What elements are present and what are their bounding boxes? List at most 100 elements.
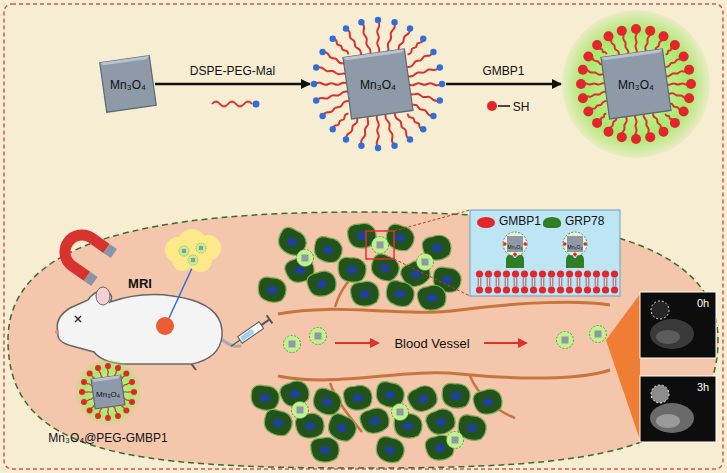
targeted-particle: Mn₃O₄Mn₃O₄@PEG-GMBP1 — [75, 359, 141, 425]
particle-shape-part-part — [91, 375, 125, 409]
legend-entry: GMBP1 — [477, 214, 541, 230]
flow-arrow-part — [484, 342, 520, 344]
flow-arrow-part — [370, 338, 380, 348]
gmbp1-thiol-icon-part — [487, 101, 497, 111]
chain-end — [578, 93, 588, 103]
chain-end — [437, 97, 443, 103]
peg-chain — [314, 83, 349, 85]
particle-core-label: Mn₃O₄ — [568, 244, 583, 250]
core-highlight — [601, 49, 663, 61]
chain-end — [391, 143, 397, 149]
bound-particle — [503, 232, 527, 256]
mri-image-part — [651, 301, 669, 319]
label-holder: Mn₃O₄ — [508, 235, 523, 253]
chain-end — [330, 126, 336, 132]
core-highlight — [343, 49, 405, 61]
chain-end — [129, 379, 135, 385]
mouse-part — [75, 316, 81, 322]
label-holder: SH — [513, 97, 530, 115]
chain-end — [343, 25, 349, 31]
nanoparticles-part — [292, 402, 309, 419]
peg-chain — [323, 101, 349, 116]
cell-membrane — [475, 270, 619, 294]
chain-end — [578, 65, 588, 75]
tumor-cluster-part — [350, 280, 380, 307]
chain-end — [115, 413, 121, 419]
chain-end — [659, 127, 669, 137]
particle-label: Mn₃O₄ — [618, 78, 654, 92]
magnet — [55, 224, 117, 286]
binding-inset — [470, 210, 620, 296]
chain-end — [115, 365, 121, 371]
legend-text: GMBP1 — [499, 215, 541, 229]
reaction-arrow — [155, 83, 310, 86]
peg-chain — [408, 114, 424, 130]
syringe-part — [231, 340, 240, 346]
mri-image-part — [651, 385, 669, 403]
nanoparticles-part — [297, 250, 314, 267]
mouse-part — [75, 316, 81, 322]
chain-end — [358, 19, 364, 25]
zoom-line — [394, 259, 470, 296]
chain-end — [343, 136, 349, 142]
time-label: 3h — [697, 381, 709, 393]
particle-shape-part — [75, 359, 141, 425]
particle-shape-part-part — [100, 56, 156, 112]
zoom-box — [366, 231, 394, 259]
chain-end — [679, 52, 689, 62]
chain-end — [645, 26, 655, 36]
particle-shape-part-part — [343, 49, 413, 119]
bound-particle-part — [503, 242, 507, 246]
tumor-cluster-part — [383, 278, 417, 309]
particle-cloud-part — [188, 255, 198, 265]
magnet-part — [84, 272, 98, 286]
legend-swatch — [543, 217, 561, 228]
peg-chain — [377, 20, 379, 55]
mouse-part — [220, 338, 240, 346]
chain-end — [123, 407, 129, 413]
targeted-particle: Mn₃O₄ — [561, 9, 711, 159]
mn3o4-core — [601, 49, 671, 119]
bound-particle-part — [523, 242, 527, 246]
zoom-line — [394, 210, 470, 231]
syringe-part — [240, 329, 254, 341]
chain-end — [684, 93, 694, 103]
chain-end — [592, 118, 602, 128]
bound-particle-part — [563, 232, 587, 256]
tumor-cluster — [249, 378, 504, 466]
mri-image-part — [656, 414, 680, 428]
label-holder: MRI — [128, 274, 152, 292]
particle-core-label: Mn₃O₄ — [508, 244, 523, 250]
particle-glow — [75, 359, 141, 425]
particle-shape-part — [311, 17, 445, 151]
mri-image-part — [650, 403, 694, 433]
chain-end — [420, 126, 426, 132]
chain-end — [105, 415, 111, 421]
label-holder: 3h — [697, 377, 709, 395]
nanoparticles-part — [372, 237, 389, 254]
peg-chain — [316, 91, 349, 100]
chain-end — [95, 365, 101, 371]
chain-end — [358, 143, 364, 149]
dspe-peg-mal-icon — [212, 101, 260, 108]
legend-text: GRP78 — [565, 215, 604, 229]
tumor-cluster-part — [310, 437, 340, 463]
chain-end — [87, 407, 93, 413]
mouse-part — [57, 291, 222, 364]
projection-beam — [606, 294, 640, 440]
particle-cloud — [165, 229, 221, 272]
peg-coated-particle: Mn₃O₄ — [310, 16, 446, 152]
peg-chain — [333, 39, 349, 55]
dspe-peg-mal-icon-part — [212, 102, 252, 107]
syringe-part — [238, 322, 264, 343]
particle-shape-part — [100, 56, 156, 112]
chain-end — [583, 52, 593, 62]
chain-end — [375, 145, 381, 151]
chain-end — [313, 64, 319, 70]
particle-label: Mn₃O₄ — [96, 390, 120, 399]
chain-end — [617, 132, 627, 142]
caption-holder: Mn₃O₄@PEG-GMBP1 — [48, 428, 167, 446]
time-label: 0h — [697, 297, 709, 309]
tumor-cluster-part — [441, 382, 472, 409]
chain-end — [583, 107, 593, 117]
